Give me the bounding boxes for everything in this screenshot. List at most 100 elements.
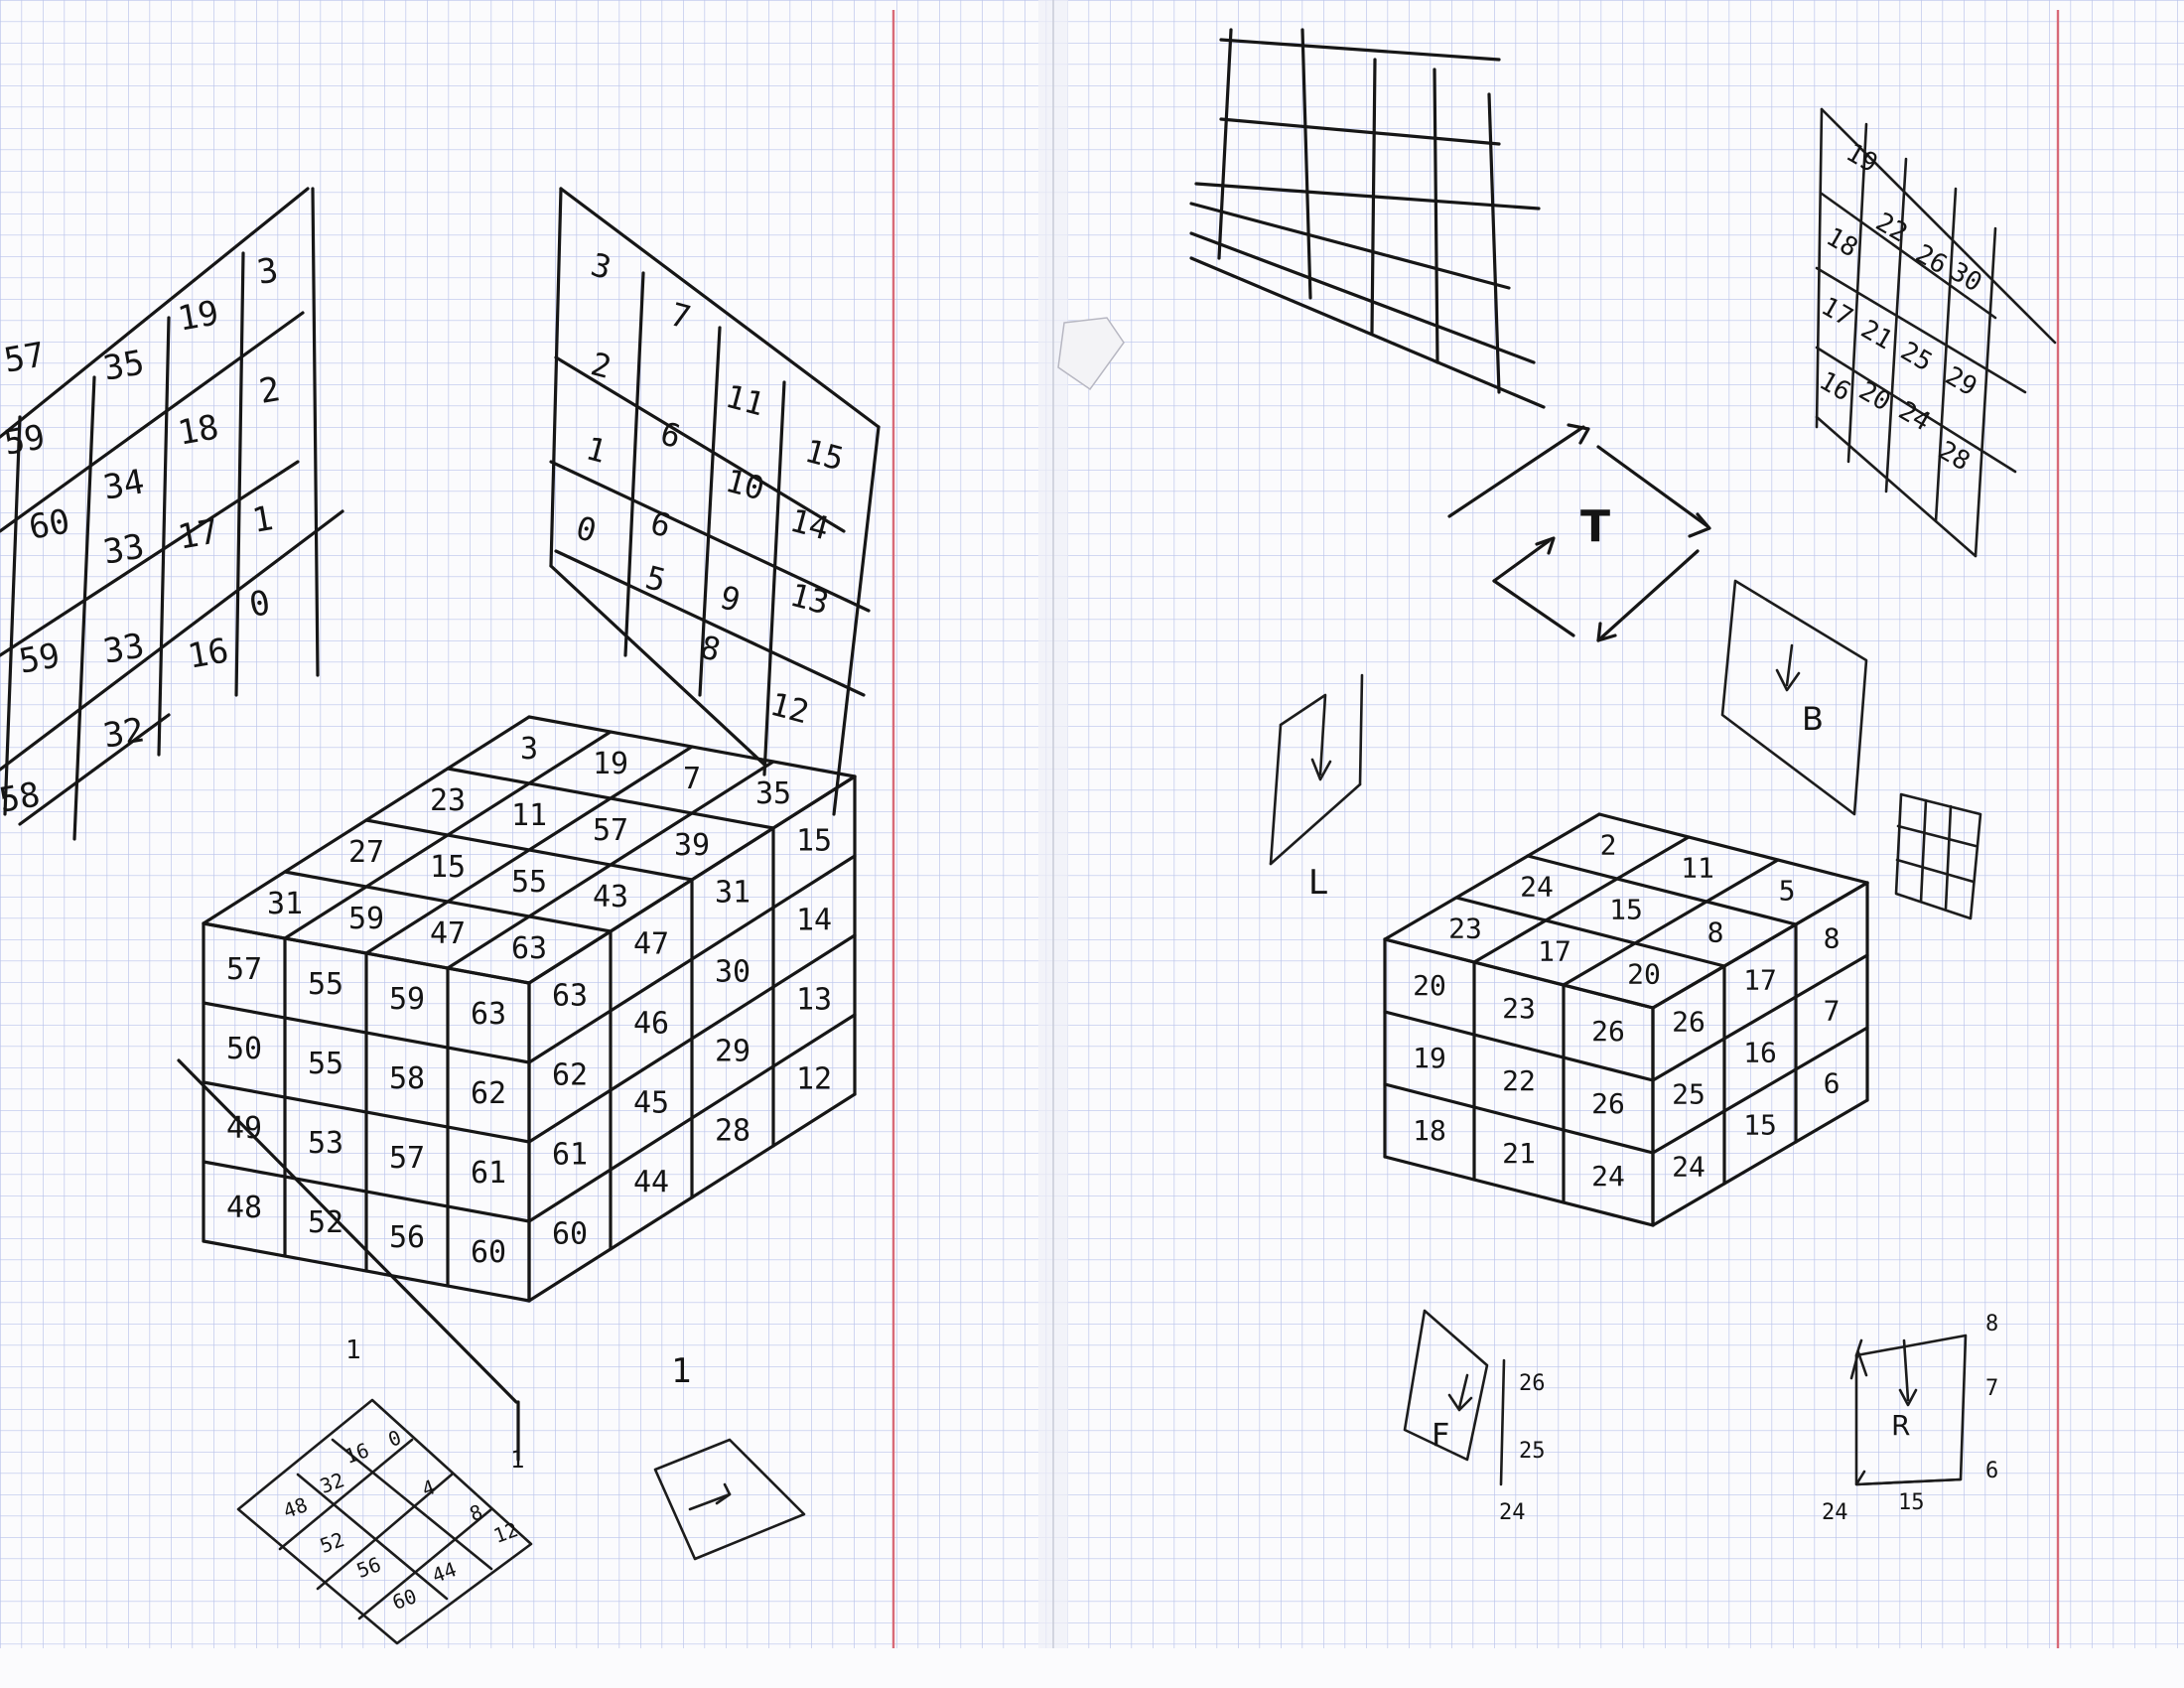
big-cube-front-cell: 61 [471,1156,506,1191]
big-cube-front-cell: 57 [226,952,262,987]
big-cube-front-cell: 48 [226,1191,262,1225]
right-label-7: 7 [1985,1376,1998,1401]
big-cube-front-cell: 57 [389,1141,425,1176]
big-cube-top-cell: 31 [267,887,303,921]
panel-a-cell: 18 [175,407,221,454]
big-cube-top-cell: 3 [520,732,538,767]
small-cube-top-cell: 17 [1538,935,1571,968]
big-cube-top-cell: 39 [674,828,710,863]
big-cube-right-cell: 30 [715,955,751,990]
small-cube-front-cell: 19 [1413,1042,1446,1074]
big-cube-top-cell: 23 [430,783,466,818]
big-cube-right-cell: 13 [796,983,832,1018]
panel-a-cell: 58 [0,774,43,821]
big-cube-front-cell: 60 [471,1235,506,1270]
big-cube-right-cell: 47 [633,927,669,962]
big-cube-right-cell: 45 [633,1086,669,1121]
panel-a-cell: 35 [100,343,147,389]
big-cube-top-cell: 55 [511,865,547,900]
big-cube-front-cell: 50 [226,1032,262,1066]
big-cube-front-cell: 62 [471,1076,506,1111]
back-face-label: B [1802,700,1824,738]
front-label-26: 26 [1519,1371,1546,1396]
big-cube-front-cell: 55 [308,967,343,1002]
big-cube-top-cell: 59 [348,902,384,936]
small-cube-top-cell: 5 [1779,875,1796,908]
small-cube-front-cell: 24 [1591,1160,1625,1193]
right-label-6: 6 [1985,1459,1998,1483]
panel-a-cell: 60 [26,501,72,548]
small-cube-top-cell: 20 [1627,958,1661,991]
panel-a-cell: 33 [100,626,147,672]
small-cube-right-cell: 15 [1743,1109,1777,1142]
big-cube-front-cell: 58 [389,1061,425,1096]
big-cube-top-cell: 11 [511,798,547,833]
small-cube-top-cell: 23 [1448,913,1482,945]
small-cube-front-cell: 22 [1502,1064,1536,1097]
panel-a-cell: 19 [175,293,221,340]
big-cube-right-cell: 12 [796,1062,832,1097]
small-cube-right-cell: 26 [1672,1006,1706,1039]
big-cube-right-cell: 29 [715,1035,751,1069]
small-cube-top-cell: 15 [1609,894,1643,926]
big-cube-right-cell: 63 [552,979,588,1014]
panel-a-cell: 59 [1,417,48,464]
top-face-label: T [1580,501,1610,552]
big-cube-right-cell: 62 [552,1058,588,1093]
small-cube-right-cell: 7 [1824,995,1841,1028]
panel-a-cell: 17 [175,511,221,558]
big-cube-right-cell: 14 [796,904,832,938]
front-label-24: 24 [1499,1500,1526,1525]
big-cube-top-cell: 47 [430,916,466,951]
small-cube-top-cell: 2 [1600,829,1617,862]
small-cube-right-cell: 16 [1743,1037,1777,1069]
small-cube-top-cell: 11 [1681,852,1714,885]
big-cube-right-cell: 46 [633,1007,669,1042]
left-face-label: L [1308,863,1327,903]
small-cube-top-cell: 24 [1520,871,1554,904]
big-cube-front-cell: 59 [389,982,425,1017]
small-cube-front-cell: 26 [1591,1015,1625,1048]
panel-a-cell: 16 [185,631,231,677]
big-cube-top-cell: 19 [593,747,628,781]
big-cube-front-cell: 56 [389,1220,425,1255]
big-cube-top-cell: 35 [755,776,791,811]
cube-mark-3: 1 [510,1446,524,1474]
right-label-15: 15 [1898,1490,1925,1515]
big-cube-right-cell: 28 [715,1114,751,1149]
cube-mark-1: 1 [345,1336,361,1365]
right-face-label: R [1891,1409,1910,1442]
panel-a-cell: 57 [1,335,48,381]
right-label-8: 8 [1985,1312,1998,1336]
big-cube-right-cell: 61 [552,1138,588,1173]
panel-a-cell: 33 [100,526,147,573]
small-cube-right-cell: 25 [1672,1078,1706,1111]
big-cube-right-cell: 31 [715,876,751,911]
big-cube-front-cell: 53 [308,1126,343,1161]
small-cube-front-cell: 18 [1413,1114,1446,1147]
big-cube-top-cell: 7 [683,762,701,796]
big-cube-right-cell: 15 [796,824,832,859]
small-cube-front-cell: 26 [1591,1087,1625,1120]
big-cube-front-cell: 63 [471,997,506,1032]
big-cube-top-cell: 57 [593,813,628,848]
big-cube-top-cell: 43 [593,880,628,914]
big-cube-right-cell: 44 [633,1166,669,1200]
big-cube-right-cell: 60 [552,1217,588,1252]
front-face-label: F [1432,1416,1449,1454]
panel-a-cell: 34 [100,462,147,508]
panel-a-cell: 59 [16,635,63,682]
front-label-25: 25 [1519,1439,1546,1464]
panel-a-cell: 32 [100,710,147,757]
small-cube-front-cell: 23 [1502,992,1536,1025]
small-cube-front-cell: 20 [1413,969,1446,1002]
cube-mark-2: 1 [671,1351,691,1391]
small-cube-right-cell: 6 [1824,1067,1841,1100]
small-cube-right-cell: 8 [1824,922,1841,955]
right-label-24: 24 [1822,1500,1848,1525]
big-cube-top-cell: 15 [430,850,466,885]
big-cube-top-cell: 27 [348,835,384,870]
small-cube-right-cell: 24 [1672,1151,1706,1184]
